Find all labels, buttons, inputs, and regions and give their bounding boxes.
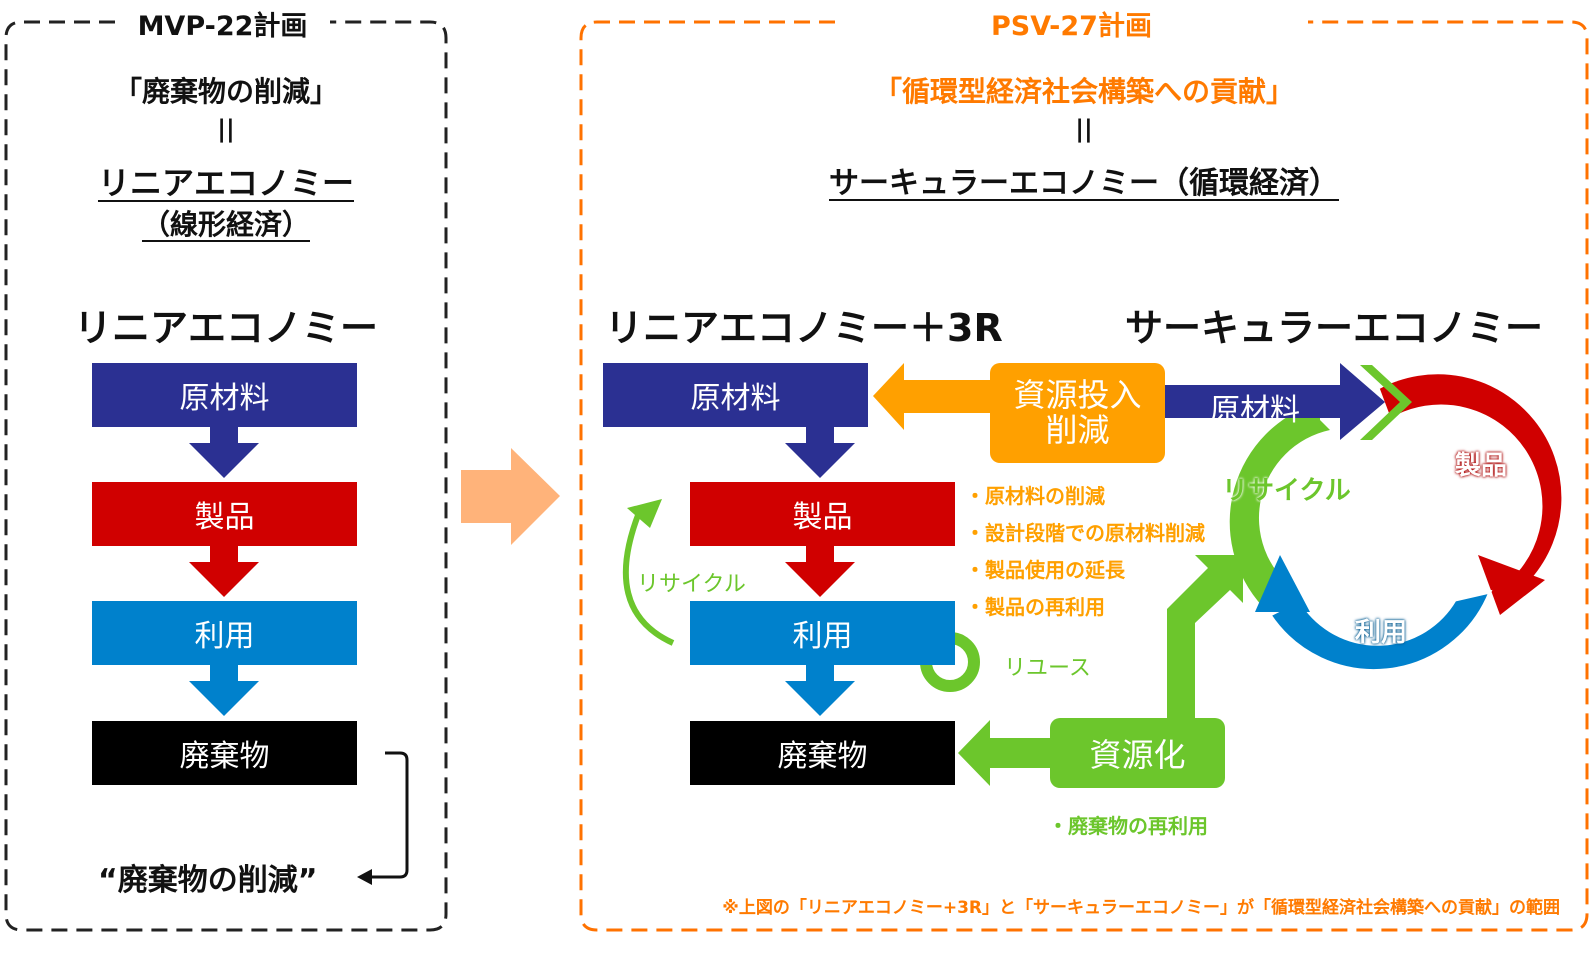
cycle-product-label: 製品 — [1455, 451, 1508, 481]
left-goal: 「廃棄物の削減」 — [113, 75, 338, 108]
left-panel-title: MVP-22計画 — [115, 4, 330, 43]
reduce-bullet: ・原材料の削減 — [965, 484, 1105, 508]
left-concept-line1: リニアエコノミー — [6, 158, 446, 204]
reduce-bullet: ・製品使用の延長 — [965, 558, 1125, 582]
left-panel-border — [4, 20, 448, 932]
reuse-label: リユース — [1004, 656, 1091, 681]
reduce-bullet: ・設計段階での原材料削減 — [965, 521, 1205, 545]
left-flow-waste: 廃棄物 — [92, 721, 357, 785]
result-bracket-arrow — [370, 751, 409, 879]
r-flow-use: 利用 — [690, 601, 955, 665]
right-concept-text: サーキュラーエコノミー（循環経済） — [829, 166, 1339, 201]
footnote: ※上図の「リニアエコノミー+3R」と「サーキュラーエコノミー」が「循環型経済社会… — [722, 898, 1560, 918]
raw-input-chevron — [1360, 365, 1412, 440]
left-equals: || — [217, 115, 235, 143]
left-flow-product: 製品 — [92, 482, 357, 546]
cycle-use-label: 利用 — [1355, 618, 1408, 648]
r-flow-raw-material: 原材料 — [603, 363, 868, 427]
right-equals: || — [1075, 115, 1093, 143]
left-concept-sub: （線形経済） — [141, 208, 310, 241]
resource-up-arrow — [1167, 555, 1243, 722]
left-result-label: “廃棄物の削減” — [98, 863, 318, 898]
left-concept-line2: （線形経済） — [6, 203, 446, 243]
cycle-use-head — [1255, 555, 1310, 612]
cycle-recycle-arc — [1229, 402, 1330, 607]
cycle-product-head — [1478, 555, 1545, 615]
r-flow-waste: 廃棄物 — [690, 721, 955, 785]
reduce-arrow — [873, 363, 1000, 430]
reduce-bullets: ・原材料の削減 ・設計段階での原材料削減 ・製品使用の延長 ・製品の再利用 — [965, 478, 1205, 626]
left-concept-text: リニアエコノミー — [97, 164, 354, 202]
recycle-label-left: リサイクル — [637, 572, 746, 597]
left-arrow-3 — [189, 665, 259, 716]
r-flow-product: 製品 — [690, 482, 955, 546]
left-diagram-heading: リニアエコノミー — [73, 306, 378, 350]
reduce-box-line2: 削減 — [1045, 411, 1110, 449]
cycle-use-arc — [1267, 589, 1493, 673]
linear3r-heading: リニアエコノミー＋3R — [605, 306, 1003, 350]
r-arrow-2 — [785, 546, 855, 597]
circular-input-label: 原材料 — [1210, 393, 1300, 428]
reduce-bullet: ・製品の再利用 — [965, 595, 1105, 619]
circular-heading: サーキュラーエコノミー — [1125, 306, 1544, 350]
left-flow-use: 利用 — [92, 601, 357, 665]
resource-bullet: ・廃棄物の再利用 — [1048, 814, 1208, 838]
cycle-recycle-label: リサイクル — [1222, 476, 1351, 506]
recycle-curve-head — [627, 499, 662, 528]
resource-arrow — [958, 720, 1060, 786]
reduce-box-line1: 資源投入 — [1013, 375, 1142, 414]
right-panel-title: PSV-27計画 — [835, 4, 1308, 43]
left-arrow-1 — [189, 427, 259, 478]
recycle-curve-arrow — [622, 508, 675, 646]
left-flow-raw-material: 原材料 — [92, 363, 357, 427]
left-arrow-2 — [189, 546, 259, 597]
cycle-diagram — [1229, 371, 1565, 673]
resource-box: 資源化 — [1050, 718, 1225, 788]
raw-input-arrow — [1162, 363, 1385, 440]
right-goal: 「循環型経済社会構築への貢献」 — [873, 75, 1294, 108]
reduce-input-box: 資源投入 削減 — [990, 363, 1165, 463]
result-arrowhead — [357, 869, 372, 885]
r-arrow-1 — [785, 427, 855, 478]
r-arrow-3 — [785, 665, 855, 716]
right-panel-border — [579, 20, 1589, 932]
right-concept: サーキュラーエコノミー（循環経済） — [581, 158, 1587, 202]
transition-arrow — [461, 448, 560, 545]
